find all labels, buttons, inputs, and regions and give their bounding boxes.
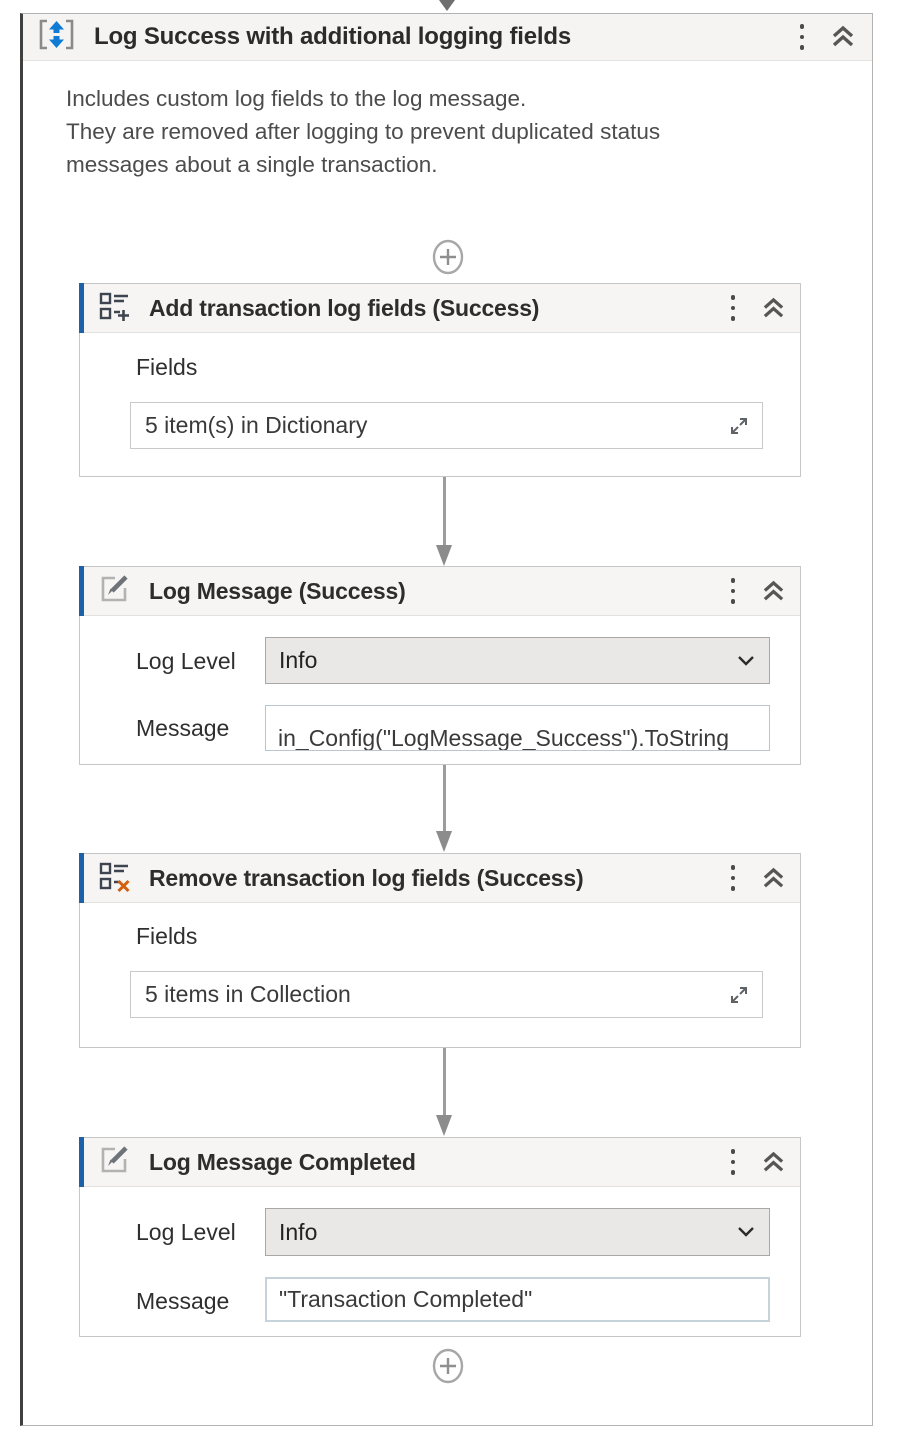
pencil-note-icon — [96, 1142, 132, 1183]
activity-title: Log Message (Success) — [149, 577, 406, 604]
remove-log-fields-icon — [96, 858, 132, 899]
double-chevron-up-icon — [763, 297, 784, 317]
sequence-brackets-arrows-icon — [38, 18, 75, 56]
log-level-value: Info — [279, 1218, 318, 1245]
plus-circle-icon — [432, 239, 464, 275]
sequence-menu-button[interactable] — [799, 24, 804, 50]
log-level-dropdown[interactable]: Info — [265, 637, 770, 684]
activity-header: Log Message (Success) — [79, 566, 800, 616]
activity-title: Log Message Completed — [149, 1148, 416, 1175]
add-activity-button-bottom[interactable] — [432, 1348, 464, 1384]
log-level-label: Log Level — [136, 1219, 236, 1245]
accent-bar — [79, 1137, 84, 1187]
activity-title: Add transaction log fields (Success) — [149, 294, 540, 321]
vertical-ellipsis-icon — [799, 24, 804, 50]
vertical-ellipsis-icon — [730, 578, 735, 604]
sequence-annotation: Includes custom log fields to the log me… — [66, 82, 726, 181]
vertical-ellipsis-icon — [730, 1149, 735, 1175]
log-level-value: Info — [279, 647, 318, 673]
expand-corners-icon — [731, 986, 747, 1003]
expand-corners-icon — [731, 417, 747, 434]
activity-collapse-button[interactable] — [761, 867, 786, 890]
activity-menu-button[interactable] — [730, 578, 735, 604]
message-value: "Transaction Completed" — [279, 1286, 533, 1312]
sequence-header: Log Success with additional logging fiel… — [23, 14, 872, 61]
log-level-dropdown[interactable]: Info — [265, 1208, 770, 1256]
fields-label: Fields — [136, 923, 198, 949]
add-log-fields-icon — [96, 288, 132, 329]
double-chevron-up-icon — [763, 1151, 784, 1171]
activity-card-add-transaction-log-fields: Add transaction log fields (Success) Fie… — [79, 283, 801, 477]
accent-bar — [79, 283, 84, 333]
annotation-line-1: Includes custom log fields to the log me… — [66, 86, 527, 111]
sequence-title: Log Success with additional logging fiel… — [94, 23, 571, 50]
accent-bar — [79, 566, 84, 616]
double-chevron-up-icon — [763, 867, 784, 887]
activity-header: Remove transaction log fields (Success) — [79, 853, 800, 903]
double-chevron-up-icon — [763, 580, 784, 600]
activity-collapse-button[interactable] — [761, 297, 786, 320]
activity-collapse-button[interactable] — [761, 1151, 786, 1174]
plus-circle-icon — [432, 1348, 464, 1384]
vertical-ellipsis-icon — [730, 865, 735, 891]
fields-value: 5 item(s) in Dictionary — [145, 412, 368, 438]
incoming-flow-arrowhead — [439, 0, 455, 11]
activity-card-log-message-success: Log Message (Success) Log Level Info Mes… — [79, 566, 801, 765]
message-value: in_Config("LogMessage_Success").ToString — [278, 725, 730, 751]
sequence-collapse-button[interactable] — [830, 25, 856, 49]
activity-collapse-button[interactable] — [761, 580, 786, 603]
message-input[interactable]: "Transaction Completed" — [265, 1277, 770, 1322]
expand-editor-button[interactable] — [728, 984, 750, 1006]
log-level-label: Log Level — [136, 648, 236, 674]
add-activity-button-top[interactable] — [432, 239, 464, 275]
activity-header: Log Message Completed — [79, 1137, 800, 1187]
activity-card-remove-transaction-log-fields: Remove transaction log fields (Success) … — [79, 853, 801, 1048]
message-input[interactable]: in_Config("LogMessage_Success").ToString — [265, 705, 770, 751]
message-label: Message — [136, 1288, 230, 1314]
accent-bar — [79, 853, 84, 903]
activity-header: Add transaction log fields (Success) — [79, 283, 800, 333]
fields-label: Fields — [136, 354, 198, 380]
activity-menu-button[interactable] — [730, 865, 735, 891]
activity-menu-button[interactable] — [730, 295, 735, 321]
double-chevron-up-icon — [832, 25, 854, 47]
fields-value: 5 items in Collection — [145, 981, 351, 1007]
fields-value-input[interactable]: 5 items in Collection — [130, 971, 763, 1018]
activity-title: Remove transaction log fields (Success) — [149, 864, 584, 891]
activity-menu-button[interactable] — [730, 1149, 735, 1175]
annotation-line-2: They are removed after logging to preven… — [66, 119, 661, 178]
chevron-down-icon — [738, 655, 754, 666]
message-label: Message — [136, 715, 230, 741]
vertical-ellipsis-icon — [730, 295, 735, 321]
chevron-down-icon — [738, 1227, 754, 1237]
pencil-note-icon — [96, 571, 132, 612]
activity-card-log-message-completed: Log Message Completed Log Level Info Mes… — [79, 1137, 801, 1337]
fields-value-input[interactable]: 5 item(s) in Dictionary — [130, 402, 763, 449]
expand-editor-button[interactable] — [728, 415, 750, 437]
